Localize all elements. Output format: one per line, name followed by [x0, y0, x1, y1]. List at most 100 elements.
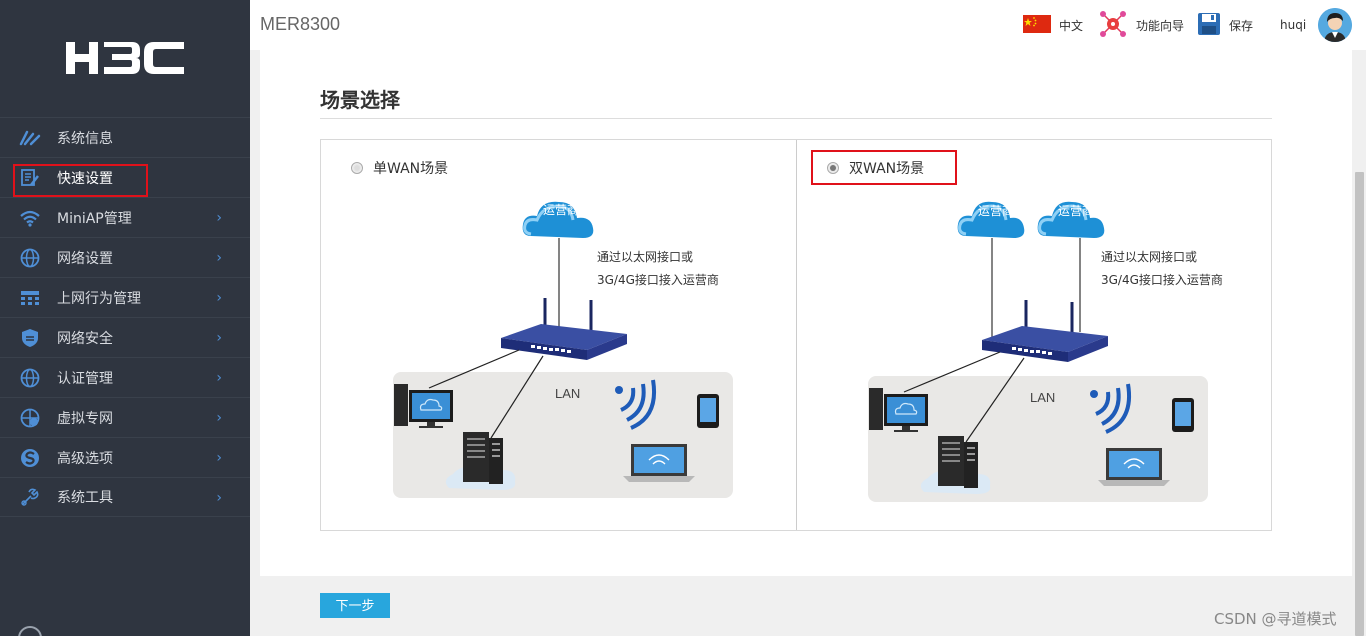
save-label: 保存	[1229, 18, 1254, 33]
single-wan-label: 单WAN场景	[373, 161, 449, 177]
globe-icon	[19, 367, 41, 389]
sidebar: 系统信息 快速设置 MiniAP管理 › 网络设置 › 上网行为	[0, 0, 250, 636]
cloud-icon	[957, 201, 1025, 238]
main-content: 场景选择 单WAN场景 运营商	[260, 50, 1352, 576]
highlight-box	[811, 150, 957, 185]
connection-note: 通过以太网接口或 3G/4G接口接入运营商	[1101, 246, 1223, 292]
sidebar-item-network-settings[interactable]: 网络设置 ›	[0, 237, 250, 277]
single-wan-radio[interactable]: 单WAN场景	[351, 158, 448, 178]
connection-note: 通过以太网接口或 3G/4G接口接入运营商	[597, 246, 719, 292]
radio-circle[interactable]	[827, 162, 839, 174]
vpn-icon	[19, 407, 41, 429]
desktop-icon	[869, 388, 928, 432]
collapse-icon[interactable]	[18, 626, 42, 636]
desktop-icon	[394, 384, 453, 428]
highlight-box	[13, 164, 148, 197]
china-flag-icon	[1023, 14, 1051, 36]
chevron-right-icon: ›	[216, 210, 222, 226]
sidebar-nav: 系统信息 快速设置 MiniAP管理 › 网络设置 › 上网行为	[0, 117, 250, 517]
dual-wan-label: 双WAN场景	[849, 161, 925, 177]
dashboard-icon	[19, 127, 41, 149]
page-title: 场景选择	[320, 88, 400, 112]
chevron-right-icon: ›	[216, 410, 222, 426]
dual-wan-radio[interactable]: 双WAN场景	[827, 158, 924, 178]
radio-circle[interactable]	[351, 162, 363, 174]
wizard-button[interactable]: 功能向导	[1098, 0, 1184, 50]
server-icon	[920, 436, 991, 494]
advanced-icon	[19, 447, 41, 469]
chevron-right-icon: ›	[216, 450, 222, 466]
note-line: 3G/4G接口接入运营商	[1101, 273, 1223, 287]
server-icon	[445, 432, 516, 490]
router-icon	[982, 300, 1108, 362]
chevron-right-icon: ›	[216, 250, 222, 266]
chevron-right-icon: ›	[216, 490, 222, 506]
laptop-icon	[623, 444, 695, 482]
username[interactable]: huqi	[1280, 18, 1307, 32]
cloud-icon	[522, 201, 594, 238]
divider	[320, 118, 1272, 119]
sidebar-item-network-security[interactable]: 网络安全 ›	[0, 317, 250, 357]
phone-icon	[1172, 398, 1194, 432]
save-button[interactable]: 保存	[1197, 0, 1253, 50]
sidebar-item-label: 认证管理	[57, 370, 113, 387]
sidebar-item-system-info[interactable]: 系统信息	[0, 117, 250, 157]
sidebar-item-label: 网络安全	[57, 330, 113, 347]
shield-icon	[19, 327, 41, 349]
sidebar-item-advanced[interactable]: 高级选项 ›	[0, 437, 250, 477]
router-icon	[501, 298, 627, 360]
sidebar-item-vpn[interactable]: 虚拟专网 ›	[0, 397, 250, 437]
avatar[interactable]	[1318, 8, 1352, 42]
sidebar-item-label: 系统信息	[57, 130, 113, 147]
sidebar-item-behavior-mgmt[interactable]: 上网行为管理 ›	[0, 277, 250, 317]
wifi-signal-icon	[1090, 383, 1131, 434]
single-wan-diagram: 运营商	[393, 201, 733, 498]
lan-label: LAN	[555, 386, 580, 401]
vertical-scrollbar[interactable]	[1352, 50, 1366, 636]
sidebar-item-system-tools[interactable]: 系统工具 ›	[0, 477, 250, 517]
sidebar-item-label: MiniAP管理	[57, 210, 132, 227]
language-switch[interactable]: 中文	[1023, 0, 1083, 50]
wizard-label: 功能向导	[1136, 18, 1185, 33]
note-line: 3G/4G接口接入运营商	[597, 273, 719, 287]
chevron-right-icon: ›	[216, 290, 222, 306]
globe-icon	[19, 247, 41, 269]
sidebar-item-label: 快速设置	[57, 170, 113, 187]
watermark: CSDN @寻道模式	[1214, 610, 1337, 628]
note-line: 通过以太网接口或	[597, 250, 694, 264]
sidebar-item-miniap[interactable]: MiniAP管理 ›	[0, 197, 250, 237]
quick-setup-icon	[19, 167, 41, 189]
behavior-icon	[19, 287, 41, 309]
scene-panel: 单WAN场景 运营商	[320, 139, 1272, 531]
dual-wan-diagram: 运营商1 运营商2	[868, 201, 1208, 502]
isp-label: 运营商1	[978, 203, 1021, 218]
isp-label: 运营商	[543, 202, 579, 217]
scrollbar-thumb[interactable]	[1355, 172, 1364, 636]
sidebar-item-auth-mgmt[interactable]: 认证管理 ›	[0, 357, 250, 397]
isp-label: 运营商2	[1058, 203, 1101, 218]
wizard-icon	[1098, 9, 1128, 42]
laptop-icon	[1098, 448, 1170, 486]
sidebar-item-label: 高级选项	[57, 450, 113, 467]
tools-icon	[19, 486, 41, 508]
phone-icon	[697, 394, 719, 428]
wifi-signal-icon	[615, 379, 656, 430]
wifi-icon	[19, 207, 41, 229]
note-line: 通过以太网接口或	[1101, 250, 1198, 264]
sidebar-item-label: 网络设置	[57, 250, 113, 267]
product-name: MER8300	[260, 14, 341, 34]
h3c-logo	[64, 40, 186, 80]
sidebar-item-label: 虚拟专网	[57, 410, 113, 427]
language-label: 中文	[1059, 18, 1084, 33]
save-icon	[1197, 12, 1221, 39]
top-header: MER8300 中文 功能向导 保存 huqi	[250, 0, 1366, 50]
chevron-right-icon: ›	[216, 370, 222, 386]
divider	[796, 140, 797, 530]
sidebar-item-label: 上网行为管理	[57, 290, 141, 307]
chevron-right-icon: ›	[216, 330, 222, 346]
cloud-icon	[1037, 201, 1105, 238]
lan-label: LAN	[1030, 390, 1055, 405]
sidebar-item-quick-setup[interactable]: 快速设置	[0, 157, 250, 197]
sidebar-item-label: 系统工具	[57, 490, 113, 506]
next-step-button[interactable]: 下一步	[320, 593, 390, 618]
